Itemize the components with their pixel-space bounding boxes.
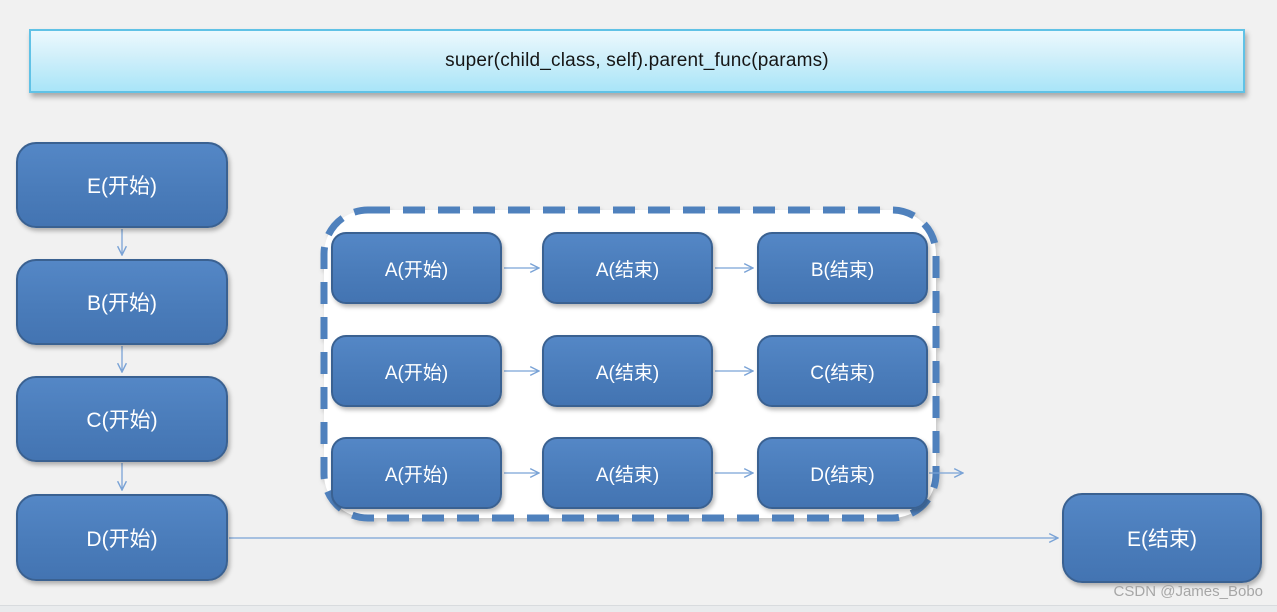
node-row1-a-start: A(开始) <box>331 232 502 304</box>
node-row2-a-end: A(结束) <box>542 335 713 407</box>
node-row1-a-end: A(结束) <box>542 232 713 304</box>
node-row1-b-end: B(结束) <box>757 232 928 304</box>
watermark: CSDN @James_Bobo <box>1113 583 1263 600</box>
node-c-start: C(开始) <box>16 376 228 462</box>
node-b-start: B(开始) <box>16 259 228 345</box>
title-banner: super(child_class, self).parent_func(par… <box>29 29 1245 93</box>
node-e-start: E(开始) <box>16 142 228 228</box>
node-row2-c-end: C(结束) <box>757 335 928 407</box>
bottom-divider <box>0 605 1277 612</box>
node-row3-d-end: D(结束) <box>757 437 928 509</box>
node-d-start: D(开始) <box>16 494 228 581</box>
node-row3-a-end: A(结束) <box>542 437 713 509</box>
node-e-end: E(结束) <box>1062 493 1262 583</box>
node-row2-a-start: A(开始) <box>331 335 502 407</box>
node-row3-a-start: A(开始) <box>331 437 502 509</box>
banner-text: super(child_class, self).parent_func(par… <box>445 50 829 71</box>
